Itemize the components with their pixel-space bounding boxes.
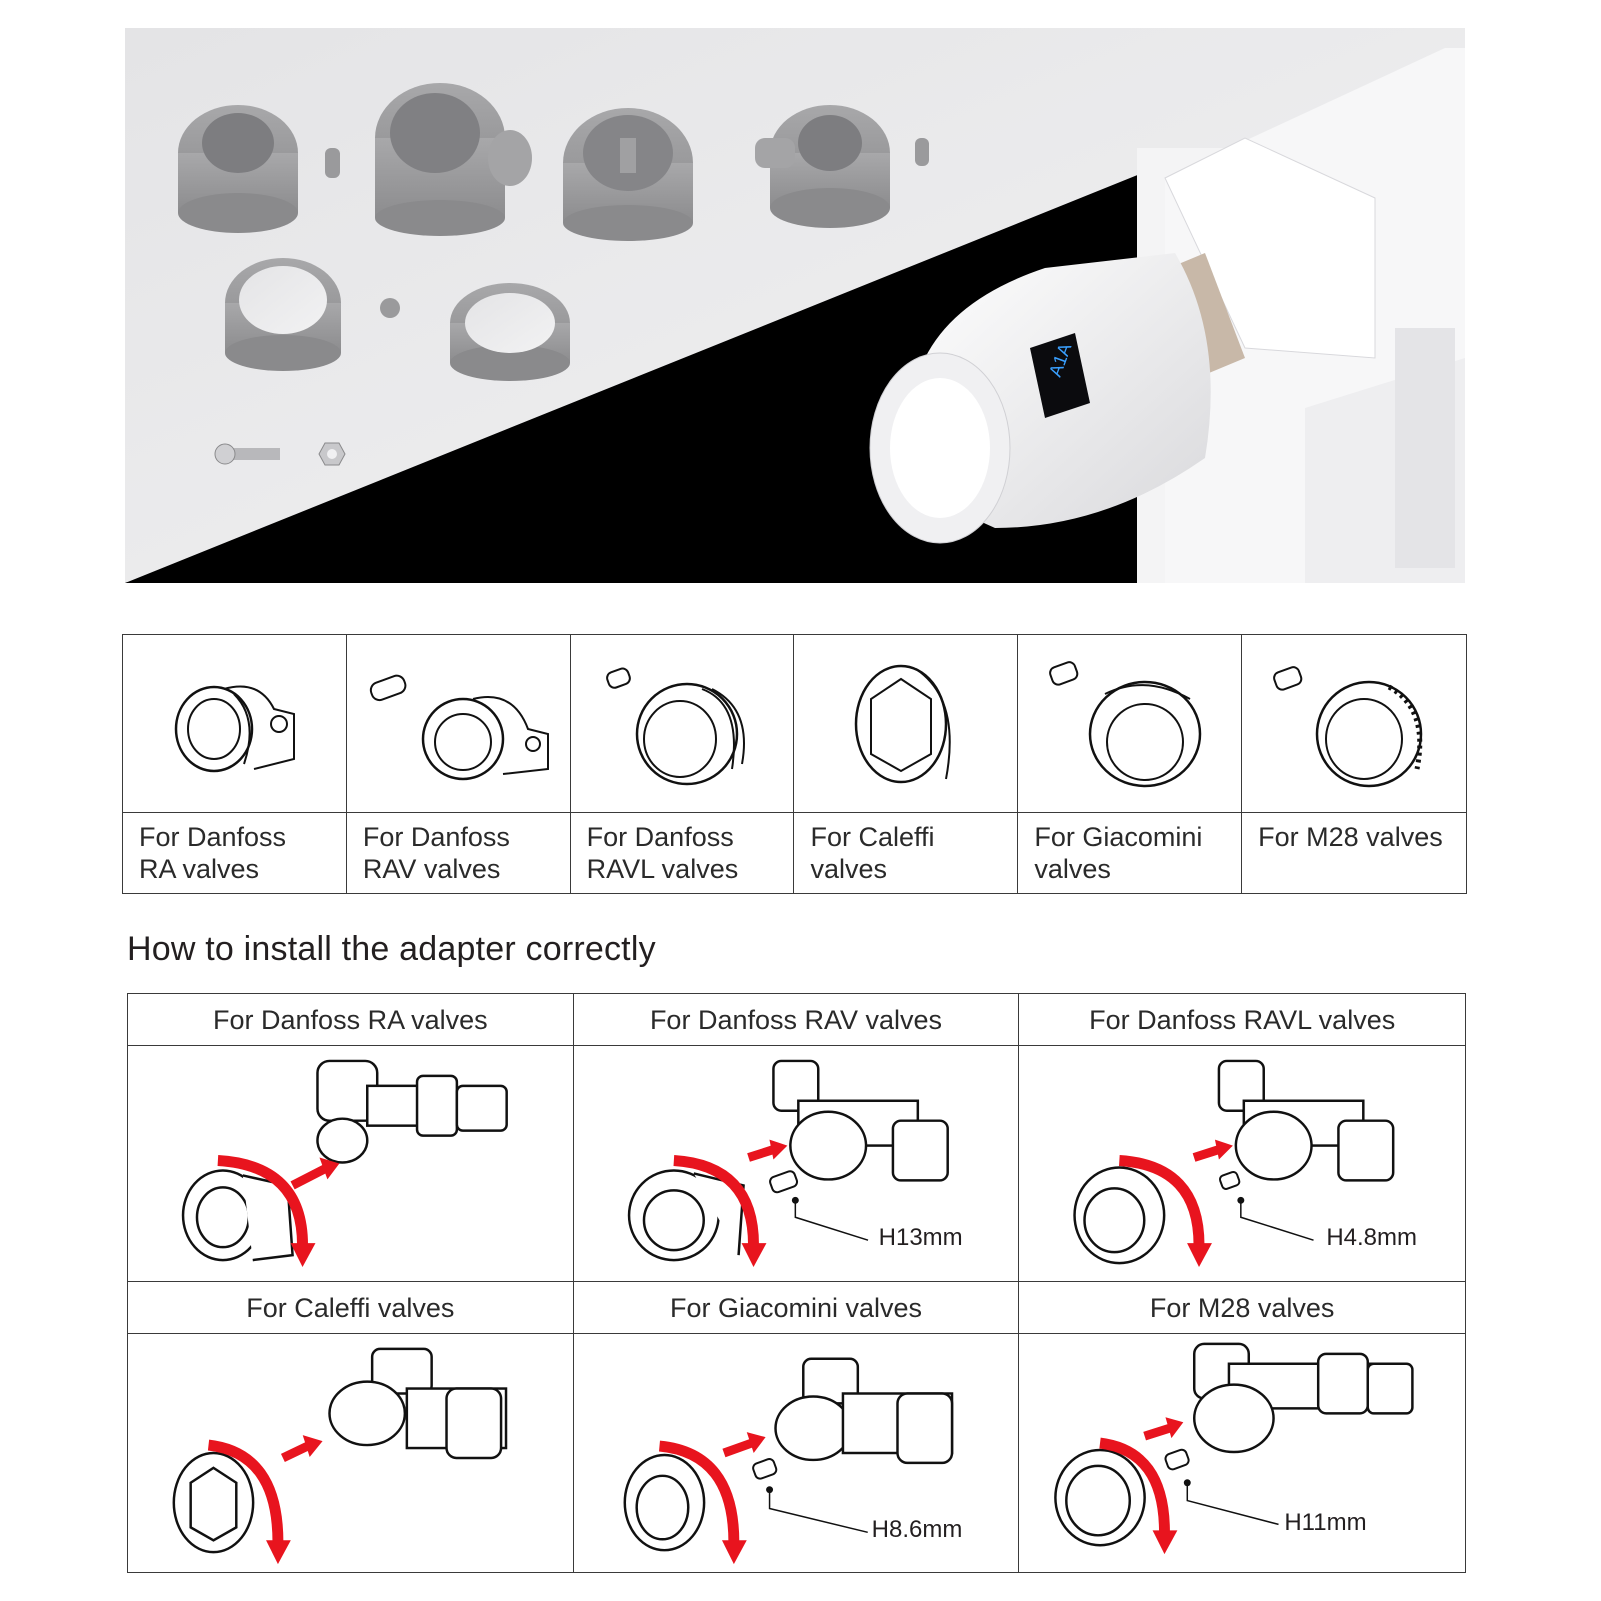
pin-height-label: H4.8mm — [1326, 1224, 1418, 1251]
installation-guide-grid: For Danfoss RA valves For Danfoss RAV va… — [127, 993, 1466, 1573]
adapter-drawing-cell — [570, 635, 795, 813]
install-step-title: For Danfoss RA valves — [128, 994, 574, 1046]
adapter-label-line: For Danfoss — [139, 822, 287, 852]
pin-icon — [1164, 1448, 1190, 1471]
adapter-part — [450, 283, 570, 381]
dimension-leader-line — [1240, 1200, 1315, 1241]
valve-installation-drawing — [623, 1357, 953, 1565]
adapter-part — [755, 105, 929, 228]
m28-adapter-icon — [1273, 665, 1423, 787]
radiator — [1137, 48, 1465, 583]
adapter-label-line: For Danfoss — [586, 822, 734, 852]
valve-installation-drawing — [1073, 1059, 1395, 1268]
danfoss-ravl-adapter-icon — [606, 667, 746, 785]
adapter-drawing-cell — [794, 635, 1019, 813]
install-step-title: For M28 valves — [1019, 1282, 1465, 1334]
install-step-title: For Danfoss RAV valves — [573, 994, 1020, 1046]
rotation-arrow-icon — [1099, 1437, 1171, 1533]
dimension-leader-line — [768, 1489, 868, 1534]
valve-icon — [771, 1059, 949, 1182]
pin-icon — [768, 1170, 798, 1194]
install-step-diagram: H13mm — [573, 1046, 1020, 1282]
product-photo: A1A — [125, 28, 1465, 583]
adapter-drawing-cell — [1018, 635, 1243, 813]
push-arrow-icon — [1192, 1145, 1221, 1162]
rotation-arrow-icon — [658, 1440, 739, 1543]
adapter-label-line: For Danfoss — [362, 822, 510, 852]
pin-height-label: H8.6mm — [871, 1516, 963, 1543]
push-arrow-icon — [746, 1145, 775, 1162]
valve-icon — [773, 1357, 953, 1465]
install-step-diagram — [128, 1334, 574, 1572]
install-step-diagram: H8.6mm — [574, 1334, 1020, 1572]
adapter-icon — [627, 1169, 745, 1262]
install-step-title: For Giacomini valves — [573, 1282, 1020, 1334]
valve-icon — [316, 1059, 508, 1164]
rotation-arrow-icon — [673, 1155, 759, 1246]
product-photo-illustration: A1A — [125, 28, 1465, 583]
adapter-label-line: valves — [1034, 854, 1111, 884]
adapter-drawing-cell — [1242, 635, 1466, 813]
thermostat-display: A1A — [1030, 333, 1090, 418]
install-step-title: For Danfoss RAVL valves — [1019, 994, 1465, 1046]
adapter-part — [375, 83, 532, 236]
valve-icon — [328, 1347, 508, 1460]
pin-icon — [751, 1458, 777, 1480]
push-arrow-icon — [290, 1164, 328, 1190]
adapter-part — [178, 105, 340, 233]
adapter-drawing-cell — [346, 635, 571, 813]
caleffi-adapter-icon — [854, 664, 951, 783]
adapter-part — [563, 108, 693, 241]
smart-thermostat: A1A — [869, 253, 1245, 544]
install-step-diagram — [128, 1046, 574, 1282]
section-heading: How to install the adapter correctly — [127, 930, 656, 968]
giacomini-adapter-icon — [1048, 660, 1201, 787]
adapter-icon — [172, 1451, 255, 1554]
valve-installation-drawing — [181, 1059, 508, 1268]
adapter-label-line: RA valves — [139, 854, 260, 884]
adapter-drawing-cell — [123, 635, 347, 813]
push-arrow-icon — [280, 1442, 310, 1462]
valve-icon — [1218, 1059, 1395, 1182]
rotation-arrow-icon — [1119, 1155, 1205, 1246]
rotation-arrow-icon — [207, 1439, 284, 1543]
adapter-icon — [181, 1169, 294, 1262]
pin-icon — [1219, 1170, 1241, 1190]
danfoss-ra-adapter-icon — [175, 685, 296, 772]
adapter-label: For M28 valves — [1242, 813, 1466, 893]
adapter-label-line: valves — [810, 854, 888, 884]
adapter-icon — [623, 1453, 706, 1552]
pin-height-label: H13mm — [878, 1224, 963, 1251]
push-arrow-icon — [1143, 1423, 1172, 1441]
adapter-label-line: For Caleffi — [810, 822, 935, 852]
valve-installation-drawing — [1054, 1342, 1414, 1555]
adapter-icon — [1073, 1166, 1166, 1265]
install-step-diagram: H11mm — [1019, 1334, 1465, 1572]
dimension-leader-line — [794, 1200, 868, 1241]
push-arrow-icon — [722, 1438, 753, 1458]
arrow-head-icon — [290, 1243, 316, 1268]
valve-icon — [1193, 1342, 1414, 1454]
screw-and-nut — [214, 442, 346, 466]
danfoss-rav-adapter-icon — [370, 674, 550, 780]
valve-installation-drawing — [627, 1059, 949, 1268]
adapter-part — [225, 258, 400, 371]
rotation-arrow-icon — [217, 1155, 309, 1246]
adapter-label-line: RAV valves — [362, 854, 501, 884]
adapter-label-line: For Giacomini — [1034, 822, 1203, 852]
pin-height-label: H11mm — [1284, 1509, 1367, 1536]
adapter-icon — [1054, 1448, 1147, 1547]
dimension-leader-line — [1186, 1482, 1280, 1526]
adapter-label-line: RAVL valves — [586, 854, 739, 884]
valve-installation-drawing — [172, 1347, 508, 1565]
adapter-label-line: For M28 valves — [1258, 822, 1443, 852]
install-step-diagram: H4.8mm — [1019, 1046, 1465, 1282]
install-step-title: For Caleffi valves — [128, 1282, 574, 1334]
